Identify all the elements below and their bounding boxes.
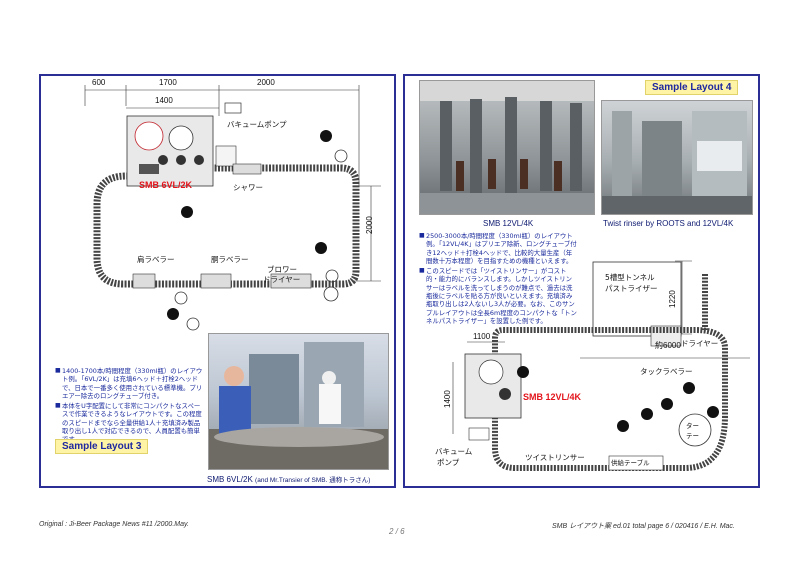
model-label-12vl: SMB 12VL/4K — [523, 392, 582, 402]
footer-source: Original : Ji-Beer Package News #11 /200… — [39, 521, 189, 528]
right-description: 2500-3000本/時間程度（330ml瓶）のレイアウト例。「12VL/4K」… — [419, 232, 577, 325]
model-label-6vl: SMB 6VL/2K — [139, 180, 193, 190]
sample-layout-3-badge: Sample Layout 3 — [55, 439, 149, 454]
photo-6vl-caption-sub: (and Mr.Transier of SMB. 通称トラさん) — [255, 477, 371, 484]
dim-1100: 1100 — [473, 332, 491, 341]
right-layout-drawing — [452, 260, 750, 471]
smb-6vl-photo — [208, 333, 389, 470]
left-description-para-2: 本体をU字配置にして非常にコンパクトなスペースで作業できるようなレイアウトです。… — [55, 402, 203, 443]
left-conveyor-path — [93, 102, 360, 331]
label-shower: シャワー — [233, 183, 263, 192]
photo-6vl-caption: SMB 6VL/2K (and Mr.Transier of SMB. 通称トラ… — [207, 474, 370, 484]
label-blower-1: ブロワー — [267, 265, 297, 274]
dim-1400-right: 1400 — [443, 390, 452, 408]
footer-doc-info: SMB レイアウト案 ed.01 total page 6 / 020416 /… — [552, 523, 735, 530]
right-description-para-1: 2500-3000本/時間程度（330ml瓶）のレイアウト例。「12VL/4K」… — [419, 232, 577, 265]
label-turn-table-2: テー — [686, 432, 699, 440]
label-vacuum-pump: バキュームポンプ — [227, 120, 287, 129]
photo-twist-rinser-caption: Twist rinser by ROOTS and 12VL/4K — [603, 219, 734, 228]
label-shoulder-labeler: 肩ラベラー — [137, 255, 175, 264]
dim-1700: 1700 — [159, 78, 177, 87]
dim-2000-side: 2000 — [365, 216, 374, 234]
dim-6000: 約6000 — [655, 341, 681, 350]
right-layout-panel: Sample Layout 4 SMB 12VL/4K — [403, 74, 760, 488]
left-description: 1400-1700本/時間程度（330ml瓶）のレイアウト例。「6VL/2K」は… — [55, 367, 203, 444]
sample-layout-4-badge: Sample Layout 4 — [645, 80, 739, 95]
label-body-labeler: 胴ラベラー — [211, 255, 249, 264]
dim-2000-top: 2000 — [257, 78, 275, 87]
photo-6vl-caption-main: SMB 6VL/2K — [207, 475, 253, 484]
footer-page-number: 2 / 6 — [389, 527, 405, 536]
label-blower-2: ドライヤー — [263, 275, 301, 284]
label-tack-labeler: タックラベラー — [640, 367, 693, 376]
left-layout-panel: 600 1700 2000 1400 2000 バキュームポンプ シャワー SM… — [39, 74, 396, 488]
right-description-para-2: このスピードでは「ツイストリンサー」がコスト的・能力的にバランスします。しかしツ… — [419, 267, 577, 325]
label-twist-rinser: ツイストリンサー — [525, 453, 585, 462]
dim-1220: 1220 — [668, 290, 677, 308]
label-vacuum-pump-right-1: バキューム — [435, 447, 473, 456]
twist-rinser-photo — [601, 100, 753, 215]
smb-12vl-photo — [419, 80, 595, 215]
label-tunnel-pasteurizer-2: パストライザー — [605, 284, 658, 293]
left-dimension-lines — [84, 85, 381, 282]
label-dryer-right: ドライヤー — [681, 339, 719, 348]
label-vacuum-pump-right-2: ポンプ — [437, 458, 460, 467]
dim-1400: 1400 — [155, 96, 173, 105]
left-description-para-1: 1400-1700本/時間程度（330ml瓶）のレイアウト例。「6VL/2K」は… — [55, 367, 203, 400]
photo-12vl-caption: SMB 12VL/4K — [483, 219, 534, 228]
label-turn-table-1: ター — [686, 422, 699, 430]
label-bottle-feed: 供給テーブル — [611, 459, 650, 467]
dim-600: 600 — [92, 78, 106, 87]
label-tunnel-pasteurizer-1: 5槽型トンネル — [605, 273, 655, 282]
